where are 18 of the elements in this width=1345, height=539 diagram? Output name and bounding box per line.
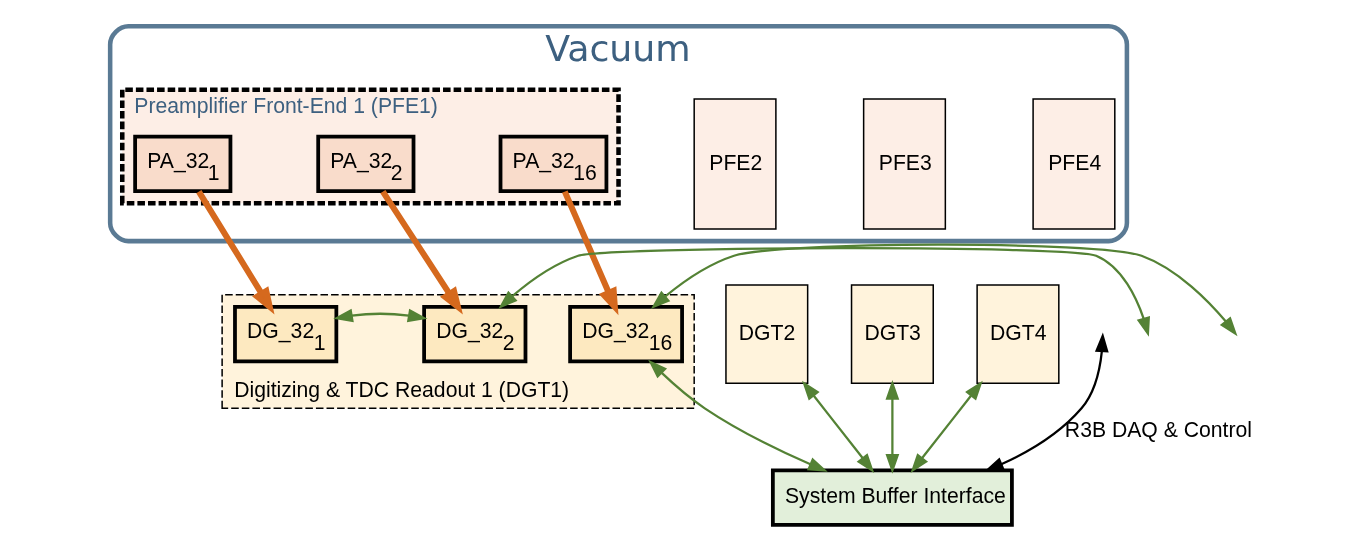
- arrow: [650, 243, 1237, 337]
- arrow: [497, 247, 1150, 337]
- arrow: [332, 308, 427, 323]
- node-box: PFE3: [862, 98, 946, 230]
- arrow: [647, 359, 828, 472]
- node-box: PFE4: [1031, 98, 1116, 230]
- node-box: PFE2: [692, 98, 777, 230]
- edge-label: R3B DAQ & Control: [1064, 418, 1252, 442]
- arrow: [379, 189, 463, 315]
- arrow: [801, 380, 874, 473]
- arrow: [195, 190, 274, 315]
- node-box: DGT3: [850, 284, 934, 385]
- node-box: DGT2: [724, 284, 808, 385]
- node-box: DGT4: [975, 284, 1060, 385]
- arrow: [910, 380, 983, 473]
- node-box: System Buffer Interface: [770, 468, 1014, 527]
- arrow: [885, 379, 899, 474]
- arrow: [561, 190, 618, 316]
